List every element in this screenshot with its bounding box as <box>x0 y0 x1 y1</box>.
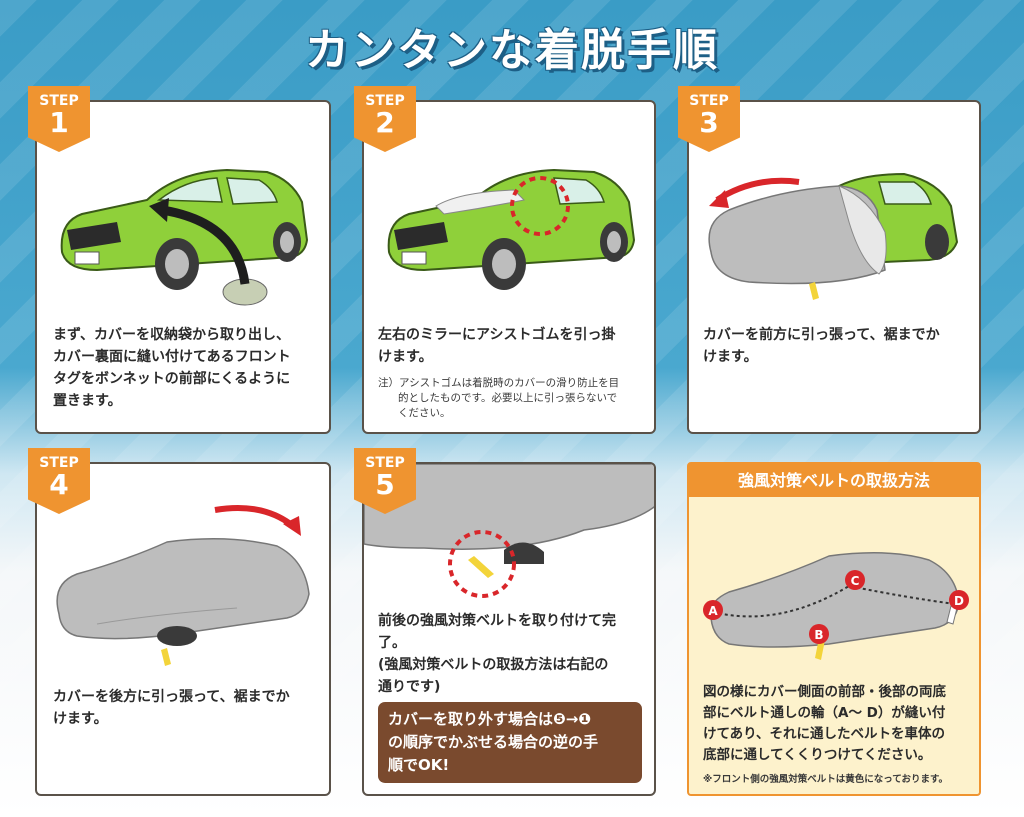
step-number: 3 <box>699 106 719 139</box>
belt-text-line: 底部に通してくくりつけてください。 <box>703 747 932 763</box>
step-2-text-line: けます。 <box>378 349 433 365</box>
belt-position-diagram: A B C D <box>703 552 969 660</box>
step-label: STEP <box>39 455 79 471</box>
step-1-text-line: カバー裏面に縫い付けてあるフロント <box>53 349 291 365</box>
step-4-text-line: けます。 <box>53 711 108 727</box>
step-1-badge: STEP 1 <box>28 86 90 152</box>
removal-tip-line: の順序でかぶせる場合の逆の手 <box>388 733 599 751</box>
step-1-text-line: まず、カバーを収納袋から取り出し、 <box>53 327 291 343</box>
step-2-card: 左右のミラーにアシストゴムを引っ掛 けます。 注）アシストゴムは着脱時のカバーの… <box>362 100 656 434</box>
step-label: STEP <box>365 93 405 109</box>
belt-text-line: 図の様にカバー側面の前部・後部の両底 <box>703 684 946 700</box>
belt-marker-d: D <box>954 594 964 608</box>
step-5-text-line: 了。 <box>378 635 406 651</box>
car-with-mirror-band-illustration <box>387 168 636 290</box>
step-2-note-line: 的としたものです。必要以上に引っ張らないで <box>398 392 618 404</box>
step-3-badge: STEP 3 <box>678 86 740 152</box>
belt-footnote: ※フロント側の強風対策ベルトは黄色になっております。 <box>703 774 949 785</box>
step-4-text-line: カバーを後方に引っ張って、裾までか <box>53 689 290 705</box>
cover-pull-backward-illustration <box>56 505 310 666</box>
step-2-note-line: ください。 <box>398 407 451 419</box>
step-number: 2 <box>375 106 395 139</box>
step-4-card: カバーを後方に引っ張って、裾までか けます。 <box>35 462 331 796</box>
step-5-text-line: (強風対策ベルトの取扱方法は右記の <box>378 657 609 673</box>
belt-text-line: 部にベルト通しの輪（A～ D）が縫い付 <box>703 705 946 721</box>
removal-tip-box: カバーを取り外す場合は❺→❶ の順序でかぶせる場合の逆の手 順でOK! <box>378 702 642 783</box>
step-5-card: 前後の強風対策ベルトを取り付けて完 了。 (強風対策ベルトの取扱方法は右記の 通… <box>362 462 656 796</box>
step-number: 1 <box>49 106 69 139</box>
step-4-badge: STEP 4 <box>28 448 90 514</box>
page-title: カンタンな着脱手順 <box>305 25 719 76</box>
step-1-text-line: 置きます。 <box>53 393 122 409</box>
belt-marker-c: C <box>851 574 860 588</box>
step-1-card: まず、カバーを収納袋から取り出し、 カバー裏面に縫い付けてあるフロント タグをボ… <box>35 100 331 434</box>
step-2-badge: STEP 2 <box>354 86 416 152</box>
belt-marker-a: A <box>708 604 718 618</box>
car-with-cover-bag-illustration <box>60 168 309 306</box>
belt-closeup-illustration <box>364 464 654 598</box>
removal-tip-line: カバーを取り外す場合は❺→❶ <box>388 710 591 728</box>
step-label: STEP <box>39 93 79 109</box>
step-3-text-line: カバーを前方に引っ張って、裾までか <box>703 327 940 343</box>
step-5-badge: STEP 5 <box>354 448 416 514</box>
belt-marker-b: B <box>814 628 823 642</box>
step-label: STEP <box>689 93 729 109</box>
belt-instructions-panel: 強風対策ベルトの取扱方法 A B C D 図の様にカバー側面の前部・後部の両底 … <box>687 462 981 796</box>
step-number: 5 <box>375 468 395 501</box>
step-label: STEP <box>365 455 405 471</box>
step-1-text-line: タグをボンネットの前部にくるように <box>53 371 291 387</box>
step-2-note-line: 注）アシストゴムは着脱時のカバーの滑り防止を目 <box>378 377 620 389</box>
belt-text-line: けてあり、それに通したベルトを車体の <box>703 726 946 742</box>
step-5-text-line: 前後の強風対策ベルトを取り付けて完 <box>378 613 616 629</box>
step-2-text-line: 左右のミラーにアシストゴムを引っ掛 <box>378 327 616 343</box>
step-number: 4 <box>49 468 69 501</box>
belt-panel-heading: 強風対策ベルトの取扱方法 <box>689 464 979 497</box>
step-5-text-line: 通りです) <box>378 679 441 695</box>
step-3-text-line: けます。 <box>703 349 758 365</box>
step-3-card: カバーを前方に引っ張って、裾までか けます。 <box>687 100 981 434</box>
cover-pull-forward-illustration <box>708 172 959 300</box>
removal-tip-line: 順でOK! <box>388 756 450 774</box>
